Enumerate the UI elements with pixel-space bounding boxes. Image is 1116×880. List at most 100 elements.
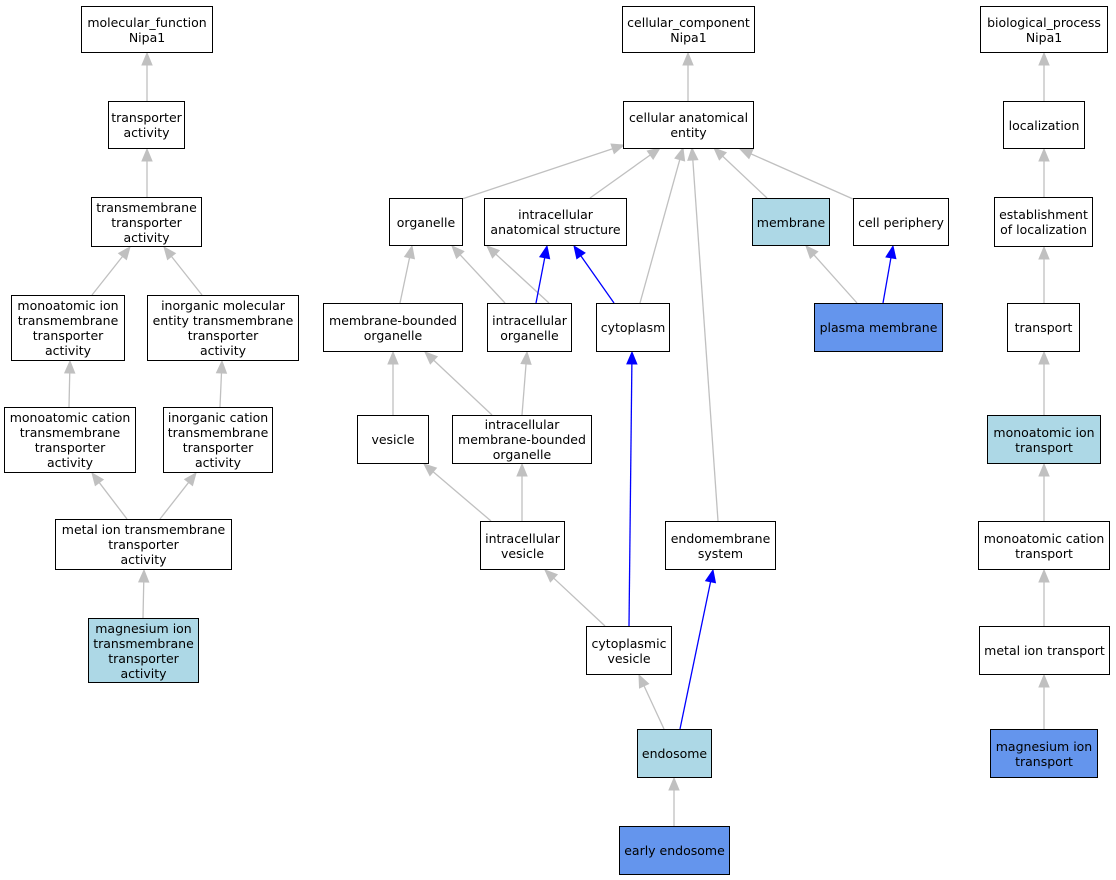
node-mf-root[interactable]: molecular_function Nipa1 bbox=[81, 6, 213, 53]
edge-arrowhead bbox=[63, 359, 76, 374]
edge-line bbox=[459, 254, 506, 304]
edge-arrowhead bbox=[646, 147, 662, 160]
edge-line bbox=[433, 359, 493, 416]
edge-line bbox=[535, 257, 546, 304]
edge-line bbox=[639, 159, 681, 304]
edge-line bbox=[643, 685, 665, 730]
edge-arrowhead bbox=[1038, 568, 1050, 583]
edge-line bbox=[722, 155, 768, 199]
edge-arrowhead bbox=[117, 245, 131, 261]
edge-line bbox=[813, 254, 858, 304]
edge-arrowhead bbox=[163, 245, 177, 261]
edge-arrowhead bbox=[215, 359, 228, 374]
node-cc-root[interactable]: cellular_component Nipa1 bbox=[622, 6, 755, 53]
edge-arrowhead bbox=[91, 471, 105, 487]
edge-line bbox=[399, 257, 411, 304]
edge-line bbox=[461, 148, 613, 200]
node-monoatomic-ion-tm-transporter[interactable]: monoatomic ion transmembrane transporter… bbox=[11, 295, 125, 361]
edge-arrowhead bbox=[538, 244, 551, 260]
edge-line bbox=[170, 256, 203, 296]
edge-arrowhead bbox=[423, 463, 438, 477]
edge-arrowhead bbox=[687, 146, 699, 161]
edge-arrowhead bbox=[674, 146, 686, 162]
edge-arrowhead bbox=[516, 462, 528, 477]
edge-line bbox=[589, 154, 651, 199]
edge-line bbox=[628, 363, 633, 627]
edge-arrowhead bbox=[704, 568, 717, 584]
node-cytoplasm[interactable]: cytoplasm bbox=[596, 303, 670, 352]
node-magnesium-ion-transport[interactable]: magnesium ion transport bbox=[990, 729, 1098, 778]
edge-line bbox=[91, 256, 124, 296]
edge-arrowhead bbox=[668, 776, 680, 791]
node-intracellular-vesicle[interactable]: intracellular vesicle bbox=[480, 521, 565, 570]
edge-arrowhead bbox=[520, 350, 532, 365]
edge-arrowhead bbox=[805, 245, 819, 260]
node-inorganic-cation-tm-transporter[interactable]: inorganic cation transmembrane transport… bbox=[163, 407, 273, 473]
node-monoatomic-cation-tm-transporter[interactable]: monoatomic cation transmembrane transpor… bbox=[4, 407, 136, 473]
node-endomembrane-system[interactable]: endomembrane system bbox=[665, 521, 776, 570]
edge-arrowhead bbox=[1038, 350, 1050, 365]
edge-line bbox=[68, 372, 71, 408]
node-bp-root[interactable]: biological_process Nipa1 bbox=[980, 6, 1108, 53]
edge-line bbox=[521, 363, 527, 416]
node-plasma-membrane[interactable]: plasma membrane bbox=[814, 303, 943, 352]
node-cytoplasmic-vesicle[interactable]: cytoplasmic vesicle bbox=[586, 626, 672, 675]
node-intracellular-membrane-bounded-organelle[interactable]: intracellular membrane-bounded organelle bbox=[452, 415, 592, 464]
edge-arrowhead bbox=[713, 147, 728, 161]
edge-arrowhead bbox=[573, 244, 586, 260]
edge-line bbox=[692, 159, 719, 522]
node-transport[interactable]: transport bbox=[1007, 303, 1080, 352]
edge-line bbox=[219, 372, 223, 408]
node-transmembrane-transporter-activity[interactable]: transmembrane transporter activity bbox=[91, 197, 202, 247]
node-early-endosome[interactable]: early endosome bbox=[619, 826, 730, 875]
edge-arrowhead bbox=[141, 147, 153, 162]
edge-arrowhead bbox=[638, 673, 650, 689]
edge-arrowhead bbox=[137, 568, 150, 583]
node-intracellular-anatomical-structure[interactable]: intracellular anatomical structure bbox=[484, 198, 627, 246]
node-vesicle[interactable]: vesicle bbox=[357, 415, 429, 464]
edge-arrowhead bbox=[1038, 462, 1050, 477]
node-transporter-activity[interactable]: transporter activity bbox=[108, 101, 185, 149]
node-localization[interactable]: localization bbox=[1003, 101, 1085, 149]
node-inorganic-molecular-tm-transporter[interactable]: inorganic molecular entity transmembrane… bbox=[147, 295, 299, 361]
node-cell-periphery[interactable]: cell periphery bbox=[853, 198, 949, 246]
node-organelle[interactable]: organelle bbox=[389, 198, 463, 246]
node-metal-ion-tm-transporter[interactable]: metal ion transmembrane transporter acti… bbox=[55, 519, 232, 570]
edge-arrowhead bbox=[141, 51, 153, 66]
edge-arrowhead bbox=[1038, 51, 1050, 66]
edge-line bbox=[495, 253, 550, 304]
edge-arrowhead bbox=[738, 148, 754, 160]
edge-arrowhead bbox=[1038, 147, 1050, 162]
edge-arrowhead bbox=[885, 244, 897, 260]
edge-line bbox=[432, 471, 492, 522]
node-endosome[interactable]: endosome bbox=[637, 729, 712, 778]
node-monoatomic-ion-transport[interactable]: monoatomic ion transport bbox=[987, 415, 1101, 464]
edge-arrowhead bbox=[544, 569, 559, 583]
edge-arrowhead bbox=[424, 351, 439, 365]
node-magnesium-ion-tm-transporter[interactable]: magnesium ion transmembrane transporter … bbox=[88, 618, 199, 683]
edge-line bbox=[553, 577, 606, 627]
edge-arrowhead bbox=[183, 471, 197, 487]
node-monoatomic-cation-transport[interactable]: monoatomic cation transport bbox=[978, 521, 1110, 570]
edge-arrowhead bbox=[387, 350, 399, 365]
edge-arrowhead bbox=[682, 51, 694, 66]
edge-arrowhead bbox=[1038, 673, 1050, 688]
edge-arrowhead bbox=[610, 143, 626, 155]
edge-line bbox=[142, 581, 145, 619]
edge-arrowhead bbox=[626, 350, 638, 365]
edge-arrowhead bbox=[1038, 245, 1050, 260]
edge-line bbox=[98, 482, 128, 520]
edge-line bbox=[679, 581, 712, 730]
edge-arrowhead bbox=[403, 244, 416, 260]
node-establishment-of-localization[interactable]: establishment of localization bbox=[994, 197, 1093, 247]
node-membrane[interactable]: membrane bbox=[752, 198, 830, 246]
node-membrane-bounded-organelle[interactable]: membrane-bounded organelle bbox=[323, 303, 463, 352]
edge-line bbox=[580, 255, 615, 304]
edge-line bbox=[882, 257, 892, 304]
node-intracellular-organelle[interactable]: intracellular organelle bbox=[487, 303, 572, 352]
node-metal-ion-transport[interactable]: metal ion transport bbox=[979, 626, 1110, 675]
edge-arrowhead bbox=[451, 245, 465, 260]
node-cellular-anatomical-entity[interactable]: cellular anatomical entity bbox=[623, 101, 754, 149]
edge-line bbox=[750, 153, 854, 200]
